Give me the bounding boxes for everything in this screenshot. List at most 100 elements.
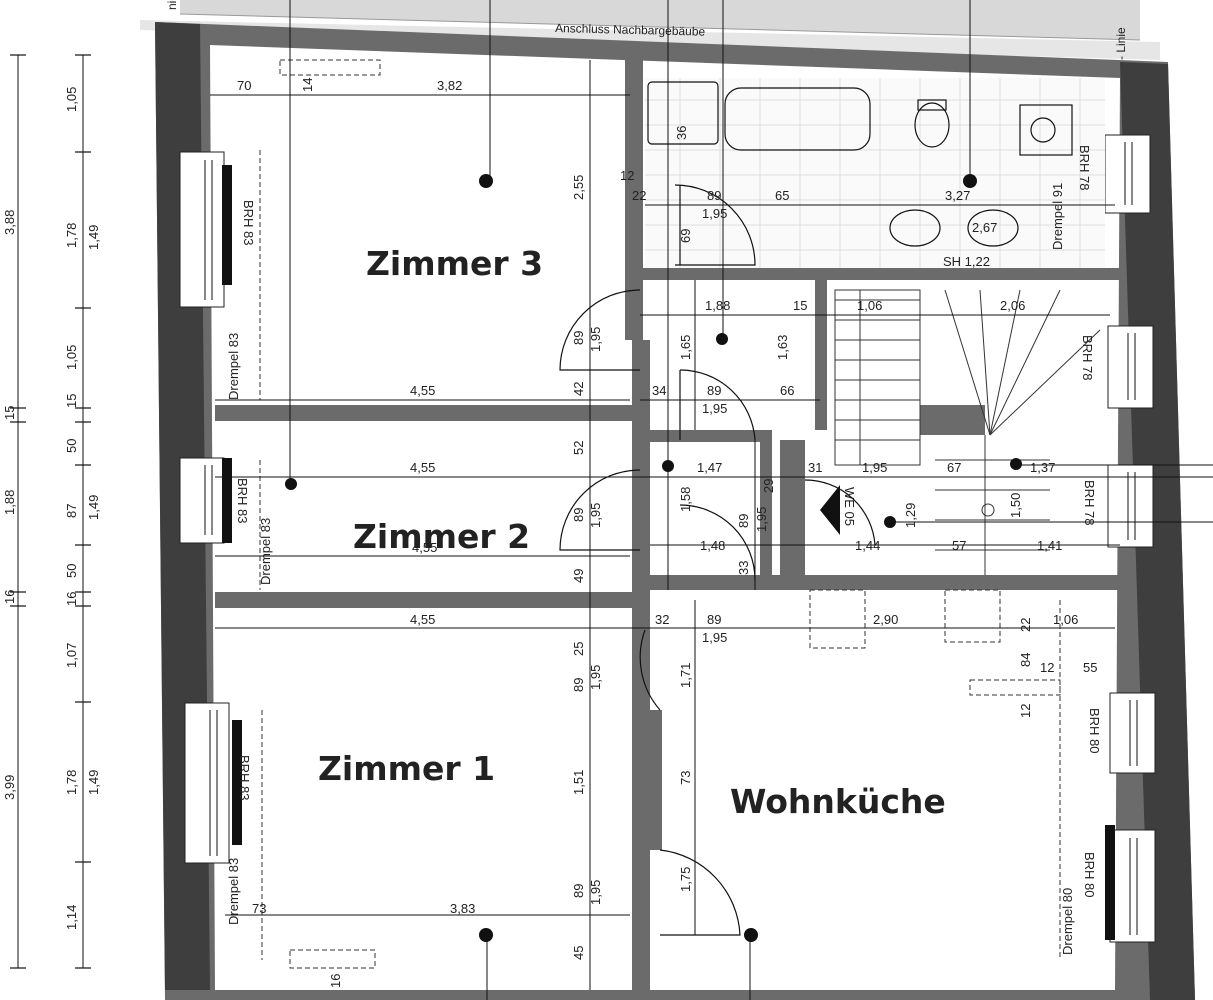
svg-text:1,29: 1,29: [903, 503, 918, 528]
svg-text:15: 15: [64, 394, 79, 408]
svg-text:Drempel 91: Drempel 91: [1050, 183, 1065, 250]
svg-text:BRH 78: BRH 78: [1082, 480, 1097, 526]
svg-text:1,95: 1,95: [702, 630, 727, 645]
svg-text:2,06: 2,06: [1000, 298, 1025, 313]
svg-text:1,50: 1,50: [1008, 493, 1023, 518]
svg-text:4,55: 4,55: [410, 460, 435, 475]
svg-text:3,88: 3,88: [2, 210, 17, 235]
svg-text:32: 32: [655, 612, 669, 627]
svg-text:34: 34: [652, 383, 666, 398]
svg-text:1,95: 1,95: [754, 507, 769, 532]
svg-text:1,49: 1,49: [86, 225, 101, 250]
dashed-hints: [259, 59, 1061, 969]
svg-text:15: 15: [2, 406, 17, 420]
svg-text:BRH 78: BRH 78: [1080, 335, 1095, 381]
svg-text:89: 89: [571, 508, 586, 522]
svg-text:1,41: 1,41: [1037, 538, 1062, 553]
svg-text:1,65: 1,65: [678, 335, 693, 360]
svg-text:BRH 78: BRH 78: [1077, 145, 1092, 191]
svg-text:4,55: 4,55: [412, 540, 437, 555]
svg-text:36: 36: [674, 126, 689, 140]
svg-text:Drempel 80: Drempel 80: [1060, 888, 1075, 955]
svg-text:4,55: 4,55: [410, 383, 435, 398]
svg-text:1,51: 1,51: [571, 770, 586, 795]
svg-text:84: 84: [1018, 653, 1033, 667]
svg-text:3,99: 3,99: [2, 775, 17, 800]
room-label-zimmer1: Zimmer 1: [318, 749, 495, 788]
room-label-wohnkueche: Wohnküche: [730, 782, 946, 821]
washing-machine: [1019, 104, 1073, 156]
svg-text:50: 50: [64, 439, 79, 453]
svg-text:1,63: 1,63: [775, 335, 790, 360]
sink-left: [889, 209, 941, 247]
interior-walls: [215, 50, 1125, 1000]
svg-text:2,90: 2,90: [873, 612, 898, 627]
entry-marker: [820, 485, 840, 535]
svg-text:16: 16: [64, 592, 79, 606]
svg-text:69: 69: [678, 229, 693, 243]
svg-text:89: 89: [707, 383, 721, 398]
svg-text:73: 73: [252, 901, 266, 916]
svg-text:50: 50: [64, 564, 79, 578]
svg-text:1,47: 1,47: [697, 460, 722, 475]
svg-text:1,44: 1,44: [855, 538, 880, 553]
svg-text:Drempel 83: Drempel 83: [226, 333, 241, 400]
svg-text:1,14: 1,14: [64, 905, 79, 930]
svg-text:31: 31: [808, 460, 822, 475]
svg-text:12: 12: [1018, 704, 1033, 718]
svg-text:70: 70: [237, 78, 251, 93]
svg-text:BRH 80: BRH 80: [1087, 708, 1102, 754]
svg-text:BRH 83: BRH 83: [237, 755, 252, 801]
doors: [559, 184, 876, 936]
svg-text:66: 66: [780, 383, 794, 398]
svg-text:1,95: 1,95: [702, 401, 727, 416]
svg-text:89: 89: [736, 514, 751, 528]
svg-text:2,55: 2,55: [571, 175, 586, 200]
windows: [179, 134, 1156, 943]
svg-text:1,78: 1,78: [64, 223, 79, 248]
svg-text:1,49: 1,49: [86, 770, 101, 795]
dimension-lines: [17, 0, 1213, 1000]
svg-text:3,82: 3,82: [437, 78, 462, 93]
svg-text:3,27: 3,27: [945, 188, 970, 203]
svg-text:42: 42: [571, 382, 586, 396]
svg-text:1,06: 1,06: [1053, 612, 1078, 627]
svg-text:1,07: 1,07: [64, 643, 79, 668]
svg-text:Drempel 83: Drempel 83: [226, 858, 241, 925]
svg-text:1,95: 1,95: [588, 880, 603, 905]
svg-text:12: 12: [620, 168, 634, 183]
svg-text:4,55: 4,55: [410, 612, 435, 627]
svg-text:49: 49: [571, 569, 586, 583]
svg-text:33: 33: [736, 561, 751, 575]
svg-text:1,48: 1,48: [700, 538, 725, 553]
zimmer1-dims: 4,55 BRH 83 Drempel 83 73 3,83 16 25 89 …: [226, 612, 603, 988]
toilet: [914, 102, 950, 148]
svg-text:BRH 83: BRH 83: [235, 478, 250, 524]
svg-text:1,95: 1,95: [702, 206, 727, 221]
svg-text:87: 87: [64, 504, 79, 518]
svg-text:1,95: 1,95: [588, 327, 603, 352]
bathroom-dims: 36 12 22 89 1,95 65 3,27 2,67 69 SH 1,22…: [620, 126, 1092, 269]
svg-text:1,95: 1,95: [588, 665, 603, 690]
marker-dots: [285, 174, 1022, 942]
svg-text:BRH 83: BRH 83: [241, 200, 256, 246]
svg-text:1,75: 1,75: [678, 867, 693, 892]
svg-text:BRH 80: BRH 80: [1082, 852, 1097, 898]
svg-text:1,05: 1,05: [64, 345, 79, 370]
kitchen-dims: 32 89 1,95 2,90 22 1,06 84 12 55 12 1,71…: [655, 612, 1102, 955]
svg-text:16: 16: [328, 974, 343, 988]
neighbor-strip: Anschluss Nachbargebäube nie - Linie: [140, 0, 1160, 60]
svg-text:22: 22: [1018, 618, 1033, 632]
room-label-zimmer3: Zimmer 3: [366, 244, 543, 283]
dimension-ticks: [10, 54, 91, 969]
left-dimension-labels: 3,88 15 1,88 16 3,99 1,05 1,78 1,05 15 5…: [2, 87, 101, 930]
svg-text:22: 22: [632, 188, 646, 203]
svg-text:SH 1,22: SH 1,22: [943, 254, 990, 269]
sink-right: [967, 209, 1019, 247]
svg-text:1,05: 1,05: [64, 87, 79, 112]
svg-text:1,95: 1,95: [588, 503, 603, 528]
svg-text:52: 52: [571, 441, 586, 455]
svg-text:89: 89: [707, 612, 721, 627]
svg-text:15: 15: [793, 298, 807, 313]
